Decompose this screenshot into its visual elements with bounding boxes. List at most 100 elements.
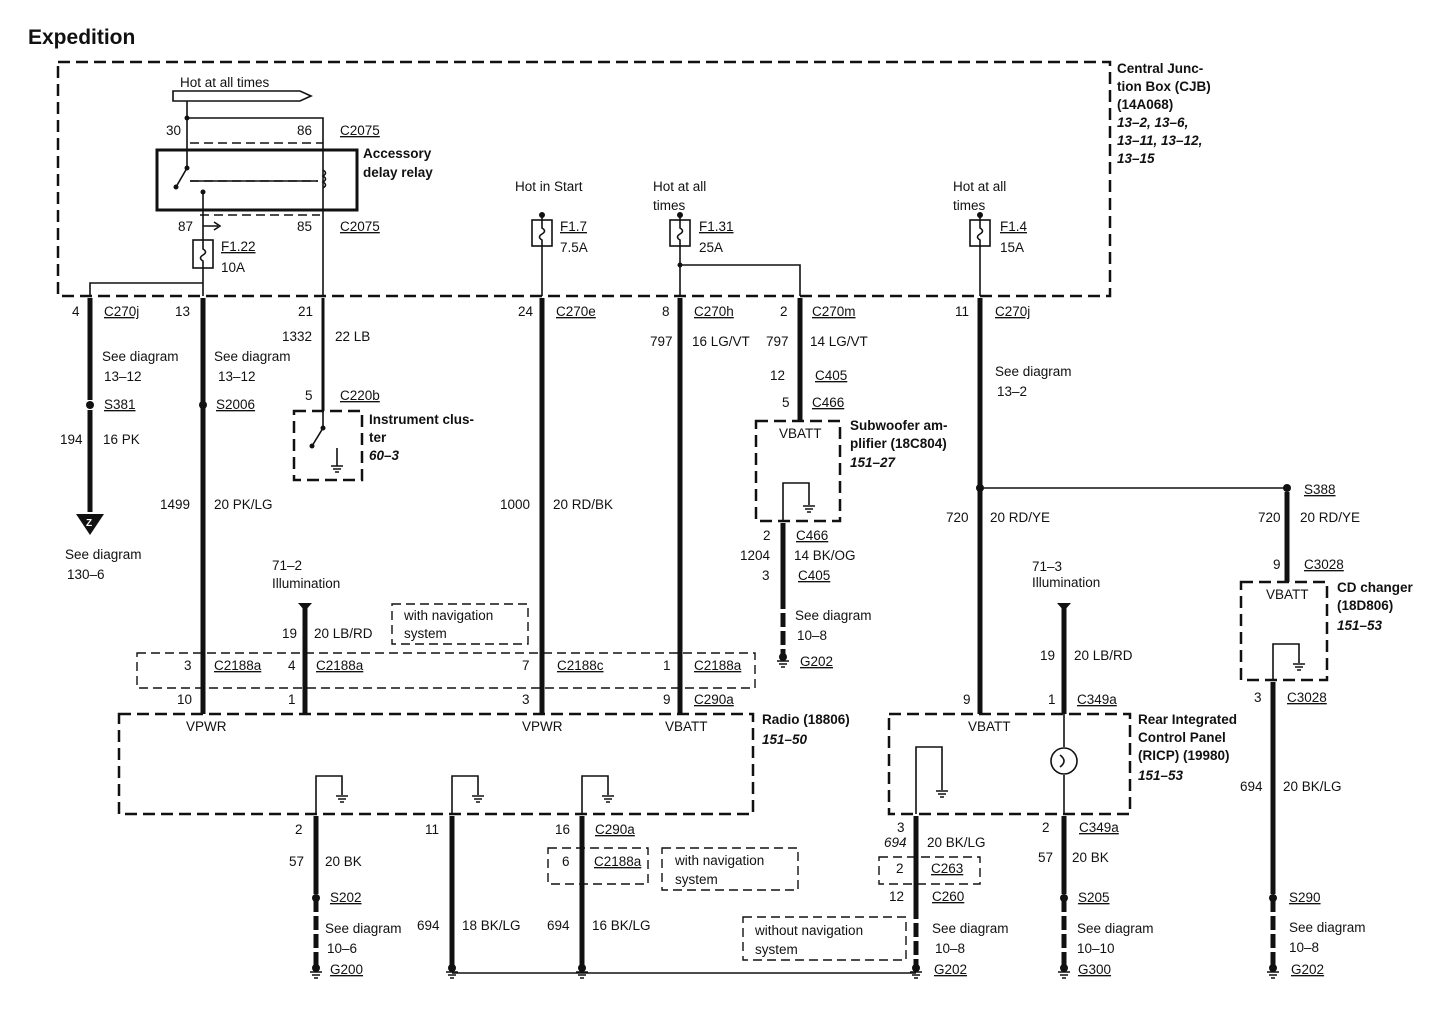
- diagram-ref[interactable]: 151–53: [1337, 618, 1383, 633]
- z-connector-icon: [76, 514, 104, 535]
- fuse-label[interactable]: F1.4: [1000, 219, 1028, 234]
- diagram-ref[interactable]: 10–8: [797, 628, 827, 643]
- splice-label[interactable]: S290: [1289, 890, 1321, 905]
- see-diagram: See diagram: [102, 349, 179, 364]
- diagram-ref[interactable]: 71–3: [1032, 559, 1062, 574]
- ground-label[interactable]: G202: [934, 962, 967, 977]
- diagram-ref[interactable]: 10–10: [1077, 941, 1115, 956]
- connector-label[interactable]: C2188a: [694, 658, 742, 673]
- diagram-ref[interactable]: 151–27: [850, 455, 897, 470]
- connector-label[interactable]: C2188a: [594, 854, 642, 869]
- diagram-ref[interactable]: 60–3: [369, 448, 400, 463]
- wire-color: 20 LB/RD: [314, 626, 373, 641]
- relay-label: delay relay: [363, 165, 433, 180]
- fuse-rating: 7.5A: [560, 240, 588, 255]
- pin-label: 3: [897, 820, 905, 835]
- pin-label: VBATT: [665, 719, 708, 734]
- splice-label[interactable]: S202: [330, 890, 362, 905]
- connector-label[interactable]: C2075: [340, 123, 380, 138]
- hot-label: times: [653, 198, 686, 213]
- connector-label[interactable]: C220b: [340, 388, 380, 403]
- connector-label[interactable]: C270j: [995, 304, 1030, 319]
- circuit-797-radio: 8 C270h 797 16 LG/VT 1 C2188a 9 C290a: [650, 298, 750, 714]
- connector-label[interactable]: C260: [932, 889, 964, 904]
- fuse-label[interactable]: F1.7: [560, 219, 587, 234]
- page-title: Expedition: [28, 26, 135, 49]
- cjb-ref[interactable]: 13–2, 13–6,: [1117, 115, 1188, 130]
- diagram-ref[interactable]: 10–6: [327, 941, 357, 956]
- splice-label[interactable]: S381: [104, 397, 136, 412]
- splice-label[interactable]: S205: [1078, 890, 1110, 905]
- connector-label[interactable]: C270h: [694, 304, 734, 319]
- diagram-ref[interactable]: 10–8: [1289, 940, 1319, 955]
- diagram-ref[interactable]: 151–53: [1138, 768, 1184, 783]
- connector-label[interactable]: C2188a: [316, 658, 364, 673]
- pin-label: 2: [1042, 820, 1050, 835]
- diagram-ref[interactable]: 130–6: [67, 567, 105, 582]
- connector-label[interactable]: C270e: [556, 304, 596, 319]
- fuse-rating: 25A: [699, 240, 723, 255]
- wire-color: 14 LG/VT: [810, 334, 868, 349]
- connector-label[interactable]: C349a: [1077, 692, 1117, 707]
- wire-color: 20 BK: [1072, 850, 1109, 865]
- cjb-label: (14A068): [1117, 97, 1173, 112]
- pin-label: 24: [518, 304, 534, 319]
- connector-label[interactable]: C270m: [812, 304, 856, 319]
- see-diagram: See diagram: [1289, 920, 1366, 935]
- ground-terminal: [312, 964, 320, 972]
- fuse-label[interactable]: F1.22: [221, 239, 256, 254]
- connector-label[interactable]: C290a: [595, 822, 635, 837]
- ground-terminal: [912, 964, 920, 972]
- ground-label[interactable]: G202: [1291, 962, 1324, 977]
- arrow-down-icon: [298, 603, 312, 611]
- connector-label[interactable]: C270j: [104, 304, 139, 319]
- cjb-ref[interactable]: 13–11, 13–12,: [1117, 133, 1202, 148]
- connector-label[interactable]: C2075: [340, 219, 380, 234]
- connector-label[interactable]: C466: [796, 528, 828, 543]
- fuse-rating: 10A: [221, 260, 245, 275]
- connector-label[interactable]: C2188c: [557, 658, 604, 673]
- connector-label[interactable]: C263: [931, 861, 963, 876]
- diagram-ref[interactable]: 151–50: [762, 732, 808, 747]
- fuse-rating: 15A: [1000, 240, 1024, 255]
- connector-label[interactable]: C3028: [1287, 690, 1327, 705]
- diagram-ref[interactable]: 10–8: [935, 941, 965, 956]
- fuse-label[interactable]: F1.31: [699, 219, 734, 234]
- connector-label[interactable]: C405: [798, 568, 830, 583]
- connector-label[interactable]: C2188a: [214, 658, 262, 673]
- pin-label: 6: [562, 854, 570, 869]
- diagram-ref[interactable]: 13–2: [997, 384, 1027, 399]
- diagram-ref[interactable]: 13–12: [104, 369, 142, 384]
- ground-label[interactable]: G202: [800, 654, 833, 669]
- component-label: Instrument clus-: [369, 412, 474, 427]
- circuit-number: 797: [650, 334, 673, 349]
- wire-color: 20 PK/LG: [214, 497, 273, 512]
- pin-label: 12: [889, 889, 904, 904]
- connector-label[interactable]: C349a: [1079, 820, 1119, 835]
- connector-label[interactable]: C290a: [694, 692, 734, 707]
- pin-label: 4: [72, 304, 80, 319]
- diagram-ref[interactable]: 71–2: [272, 558, 302, 573]
- ground-icon: [331, 465, 343, 473]
- ground-label[interactable]: G300: [1078, 962, 1111, 977]
- ground-label[interactable]: G200: [330, 962, 363, 977]
- circuit-number: 1332: [282, 329, 312, 344]
- pin-label: 9: [663, 692, 671, 707]
- pin-label: 87: [178, 219, 193, 234]
- splice-label[interactable]: S2006: [216, 397, 255, 412]
- circuit-number: 694: [1240, 779, 1263, 794]
- splice-label[interactable]: S388: [1304, 482, 1336, 497]
- cjb-ref[interactable]: 13–15: [1117, 151, 1155, 166]
- diagram-ref[interactable]: 13–12: [218, 369, 256, 384]
- connector-label[interactable]: C3028: [1304, 557, 1344, 572]
- pin-label: VPWR: [522, 719, 563, 734]
- nav-note-text: without navigation: [754, 923, 863, 938]
- ground-symbols: [310, 653, 1279, 979]
- circuit-1332: 21 1332 22 LB 5 C220b Instrument clus- t…: [282, 298, 474, 482]
- ground-terminal: [779, 653, 787, 661]
- nav-note: [661, 847, 799, 891]
- circuit-720: 11 C270j See diagram 13–2 720 20 RD/YE 9…: [946, 298, 1360, 714]
- connector-label[interactable]: C466: [812, 395, 844, 410]
- wire-color: 22 LB: [335, 329, 370, 344]
- connector-label[interactable]: C405: [815, 368, 847, 383]
